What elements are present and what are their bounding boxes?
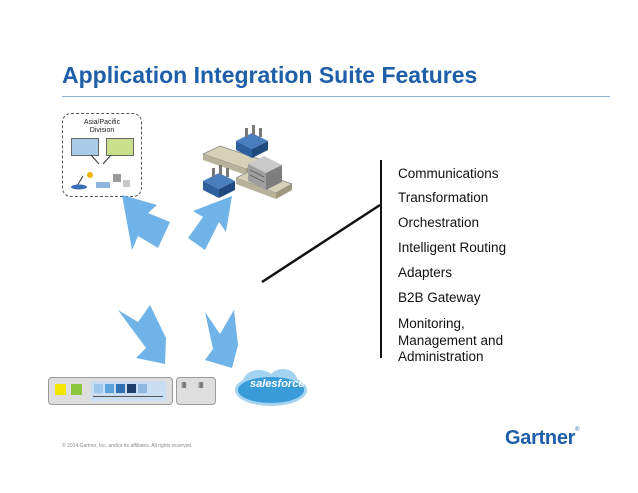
asia-pacific-division: Asia/Pacific Division [62, 113, 142, 197]
feature-orchestration: Orchestration [398, 215, 480, 230]
computer-icon [113, 174, 121, 182]
office-building-icon [248, 156, 282, 190]
arrow-down-left-icon [118, 305, 166, 364]
green-square [71, 384, 82, 395]
adapter-bars-left: IIII [181, 381, 187, 390]
division-label: Asia/Pacific Division [63, 119, 141, 135]
factory-icon [203, 165, 235, 198]
gartner-logo-text: Gartner [505, 427, 576, 449]
arrow-up-left-icon [122, 195, 170, 250]
title-divider [62, 96, 610, 97]
feature-communications: Communications [398, 166, 499, 181]
feature-monitoring-line1: Monitoring, [398, 316, 465, 331]
feature-monitoring-line2: Management and [398, 333, 504, 348]
features-bracket [380, 160, 382, 358]
salesforce-logo-text: salesforce [250, 378, 305, 390]
division-label-line1: Asia/Pacific [83, 119, 121, 126]
printer-icon [123, 180, 130, 187]
salesforce-cloud-icon [235, 369, 307, 406]
division-network-icon [71, 154, 130, 190]
bus-strip-icon [48, 377, 173, 405]
feature-monitoring-line3: Administration [398, 349, 484, 364]
factory-icon [236, 125, 268, 158]
arrow-down-right-icon [205, 310, 238, 368]
feature-b2b-gateway: B2B Gateway [398, 290, 481, 305]
user-icon [87, 172, 93, 178]
feature-adapters: Adapters [398, 265, 453, 280]
registered-mark: ® [575, 427, 580, 433]
connector-line [261, 203, 381, 284]
disk-icon [71, 184, 87, 190]
adapter-strip-icon: IIII IIII [176, 377, 216, 405]
division-label-line2: Division [89, 127, 115, 134]
division-green-box [106, 138, 134, 156]
feature-transformation: Transformation [398, 190, 489, 205]
copyright-text: © 2014 Gartner, Inc. and/or its affiliat… [62, 443, 193, 449]
device-icon [96, 182, 110, 188]
feature-intelligent-routing: Intelligent Routing [398, 240, 507, 255]
yellow-square [55, 384, 66, 395]
page-title: Application Integration Suite Features [62, 62, 478, 88]
division-blue-box [71, 138, 99, 156]
gartner-logo: Gartner® [505, 427, 580, 450]
adapter-bars-right: IIII [198, 381, 204, 390]
server-rack [91, 381, 166, 401]
arrow-up-right-icon [188, 196, 232, 250]
